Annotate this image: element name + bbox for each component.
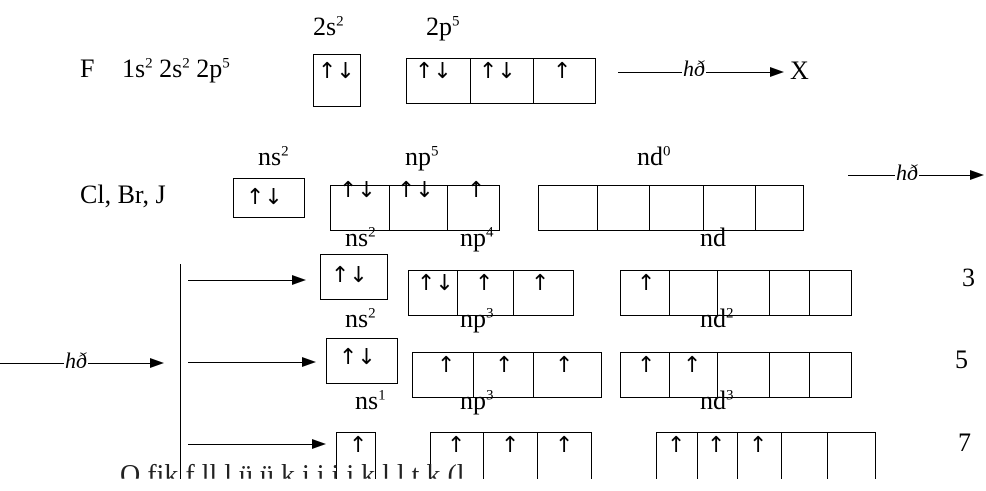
label-np: np5 [405,142,439,171]
spin-up: ↑ [637,353,656,378]
spin-up: ↑ [531,271,550,296]
hv-label: hð [64,348,88,373]
row2-label-nd: nd2 [700,304,734,333]
spin-pair: ↑↓ [318,59,355,84]
spin-up: ↑ [683,353,702,378]
orbital-2s: ↑↓ [313,54,361,107]
spin-up: ↑ [447,433,466,458]
row3-valence: 7 [958,428,971,457]
row2-orbital-np: ↑ ↑ ↑ [412,352,602,398]
spin-up: ↑ [749,433,768,458]
row2-orbital-ns: ↑↓ [326,338,398,384]
label-2s: 2s2 [313,12,344,41]
row1-orbital-ns: ↑↓ [320,254,388,300]
label-ns: ns2 [258,142,289,171]
label-nd: nd0 [637,142,671,171]
spin-pair: ↑↓ [415,59,452,84]
row1-valence: 3 [962,263,975,292]
spin-pair: ↑↓ [397,178,434,203]
row3-label-nd: nd3 [700,386,734,415]
spin-up: ↑ [467,178,486,203]
orbital-2p: ↑↓ ↑↓ ↑ [406,58,596,104]
spin-up: ↑ [555,353,574,378]
orbital-diagram: F 1s2 2s2 2p5 2s2 2p5 ↑↓ ↑↓ ↑↓ ↑ hð X ns… [0,12,984,479]
footer-text: Q fik f ll l ü ü k i i i i k l l t k (l [120,460,465,491]
row1-label-nd: nd [700,223,726,252]
spin-pair: ↑↓ [331,263,368,288]
spin-up: ↑ [555,433,574,458]
fluorine-config: 1s2 2s2 2p5 [122,54,230,83]
spin-up: ↑ [349,433,368,458]
hv-label: hð [682,56,706,81]
orbital-ns: ↑↓ [233,178,305,218]
spin-pair: ↑↓ [479,59,516,84]
row1-label-np: np4 [460,223,494,252]
spin-up: ↑ [553,59,572,84]
orbital-nd [538,185,804,231]
spin-up: ↑ [437,353,456,378]
row2-label-ns: ns2 [345,304,376,333]
spin-up: ↑ [637,271,656,296]
row3-label-np: np3 [460,386,494,415]
row3-orbital-np: ↑ ↑ ↑ [430,432,592,479]
row1-orbital-np: ↑↓ ↑ ↑ [408,270,574,316]
spin-pair: ↑↓ [339,178,376,203]
orbital-np: ↑↓ ↑↓ ↑ [330,180,500,231]
row3-orbital-ns: ↑ [336,432,376,479]
label-2p: 2p5 [426,12,460,41]
branch-line [180,264,181,479]
spin-up: ↑ [501,433,520,458]
spin-up: ↑ [495,353,514,378]
halogen-symbols: Cl, Br, J [80,180,166,209]
spin-up: ↑ [707,433,726,458]
result-x: X [790,56,809,85]
spin-up: ↑ [475,271,494,296]
row1-label-ns: ns2 [345,223,376,252]
spin-pair: ↑↓ [417,271,454,296]
spin-pair: ↑↓ [339,345,376,370]
row2-orbital-nd: ↑ ↑ [620,352,852,398]
row3-orbital-nd: ↑ ↑ ↑ [656,432,876,479]
spin-pair: ↑↓ [246,185,283,210]
row2-valence: 5 [955,345,968,374]
row3-label-ns: ns1 [355,386,386,415]
spin-up: ↑ [667,433,686,458]
fluorine-symbol: F [80,54,95,83]
row2-label-np: np3 [460,304,494,333]
row1-orbital-nd: ↑ [620,270,852,316]
hv-label: hð [895,160,919,185]
